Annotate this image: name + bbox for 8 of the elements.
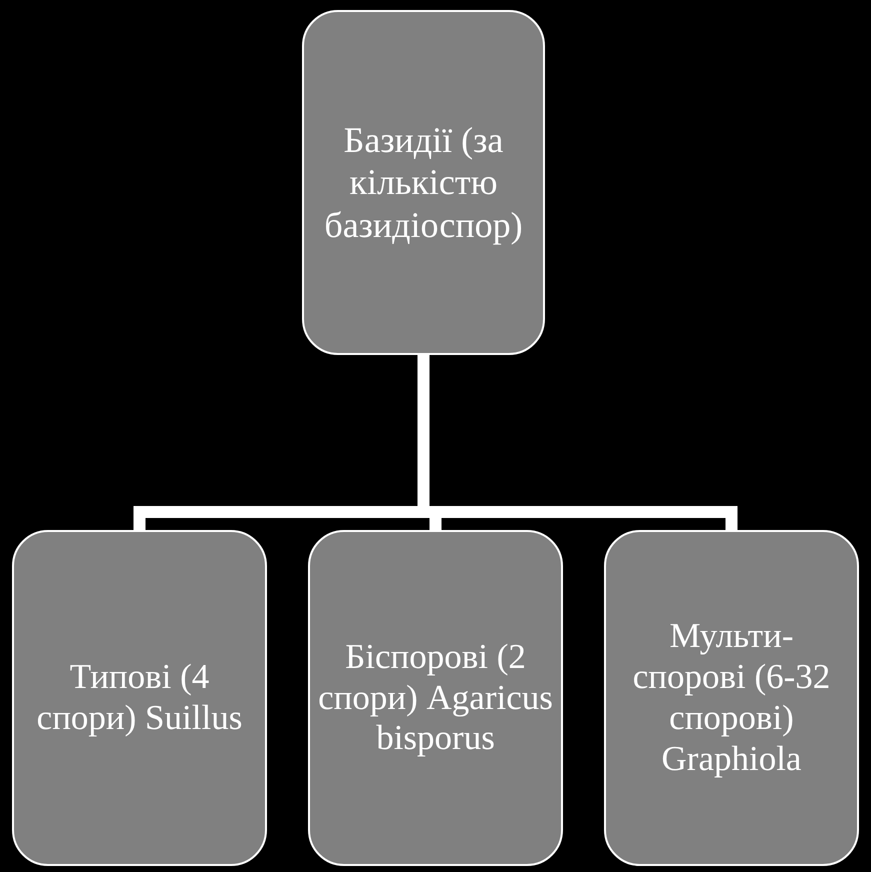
rounded-box (302, 10, 545, 355)
rounded-box (12, 530, 267, 866)
rounded-box (308, 530, 563, 866)
node-label: Типові (4 спори) Suillus (36, 657, 244, 739)
rounded-box (604, 530, 859, 866)
node-label: Мульти- спорові (6-32 спорові) Graphiola (632, 616, 832, 780)
node-label: Біспорові (2 спори) Agaricus bisporus (317, 636, 554, 760)
node-label: Базидії (за кількістю базидіоспор) (323, 119, 524, 246)
